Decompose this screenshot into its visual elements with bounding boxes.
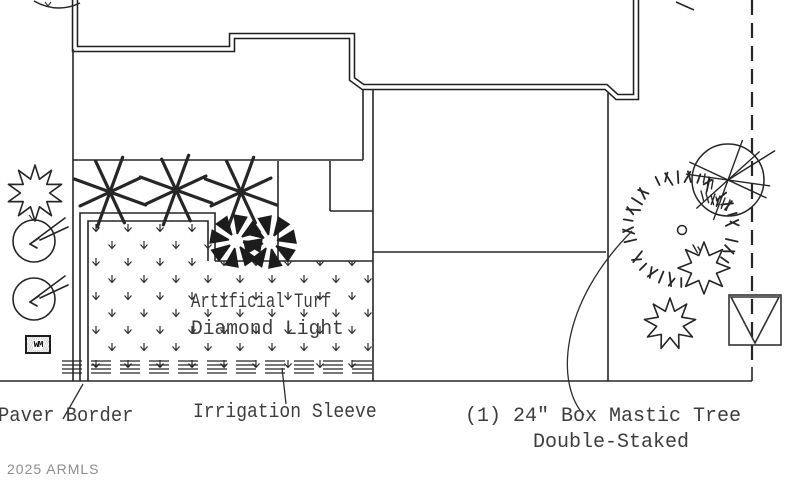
turf-label-line1: Artificial Turf <box>191 291 332 314</box>
circle-arrow-tree-icon <box>12 275 69 321</box>
asterisk-tree-icon <box>72 155 148 229</box>
asterisk-tree-icon <box>203 155 279 229</box>
circle-arrow-tree-icon <box>12 217 69 263</box>
paver-border-leader <box>62 383 84 420</box>
mastic-tree-leader <box>566 230 633 416</box>
asterisk-tree-icon <box>138 153 214 227</box>
partial-tree-arc-icon <box>33 0 81 9</box>
irrigation-sleeve-leader <box>281 367 287 405</box>
flower-shrub-icon <box>677 241 731 295</box>
hardscape-edge-lines <box>0 1 753 382</box>
irrigation-sleeve-lines <box>62 360 373 374</box>
flower-shrub-icon <box>7 164 63 222</box>
turf-label-line2: Diamond Light <box>191 318 344 341</box>
irrigation-sleeve-label: Irrigation Sleeve <box>193 401 377 424</box>
flower-shrub-icon <box>643 297 697 350</box>
mastic-tree-label-line1: (1) 24" Box Mastic Tree <box>465 405 742 428</box>
paver-border-label: Paver Border <box>0 405 134 428</box>
valve-box-icon <box>728 294 782 346</box>
water-meter-box: WM <box>25 335 51 354</box>
water-meter-label: WM <box>32 339 44 350</box>
pinwheel-shrub-icon <box>243 215 297 269</box>
mastic-tree-label-line2: Double-Staked <box>533 431 690 454</box>
stray-line <box>675 1 695 11</box>
plant-symbols-layer <box>7 0 782 350</box>
staked-tree-symbol-icon <box>685 139 776 221</box>
house-wall <box>71 0 640 101</box>
armls-watermark: 2025 ARMLS <box>7 461 100 477</box>
mastic-tree-canopy-icon <box>622 170 740 288</box>
